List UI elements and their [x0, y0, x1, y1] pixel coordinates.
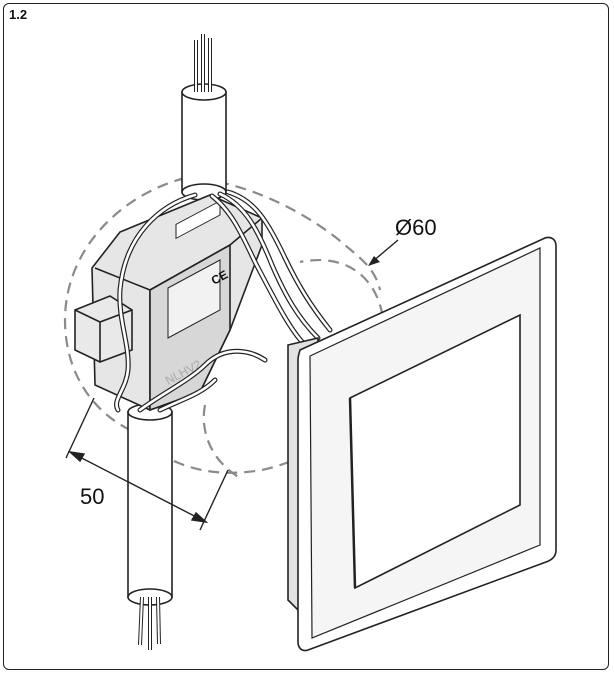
figure-number: 1.2 — [9, 7, 28, 22]
diameter-arrow — [368, 239, 399, 266]
diameter-label: Ø60 — [395, 215, 437, 240]
ce-mark: CE — [209, 267, 230, 287]
figure-frame — [3, 3, 609, 670]
top-cable — [181, 34, 227, 201]
nodon-module — [74, 194, 263, 412]
bottom-cable — [127, 403, 173, 650]
wall-switch — [287, 236, 557, 652]
dimension-50 — [65, 397, 229, 531]
distance-label: 50 — [80, 484, 104, 509]
